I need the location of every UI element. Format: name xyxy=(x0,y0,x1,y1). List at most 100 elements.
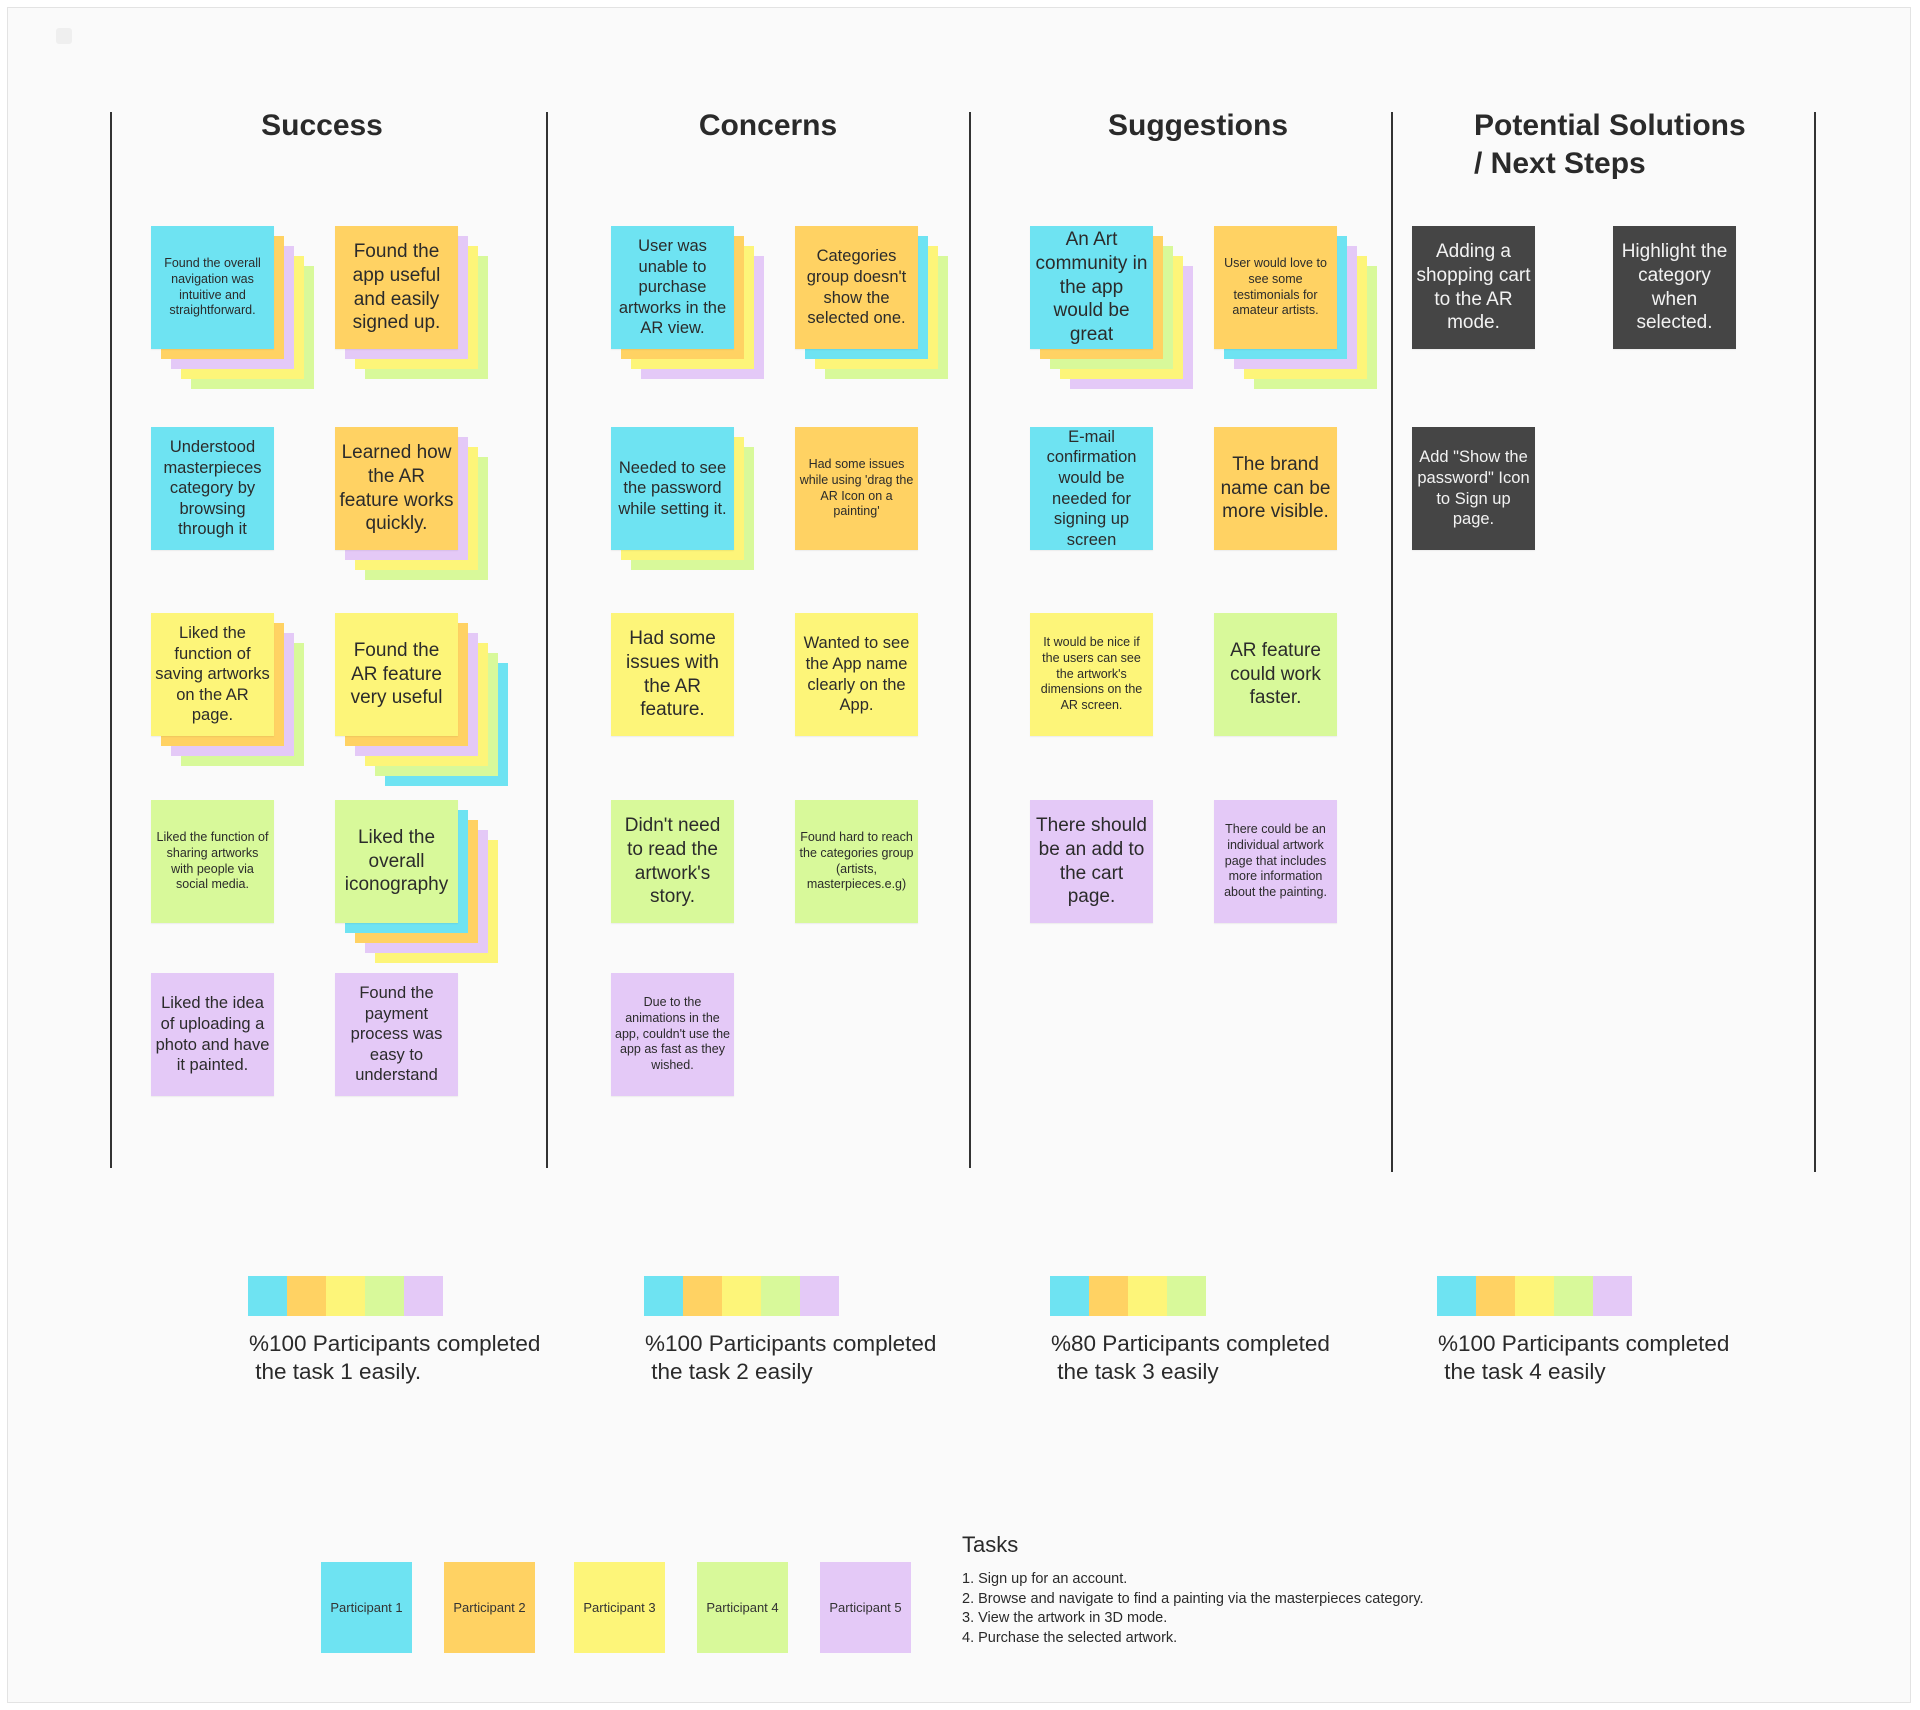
sticky-note[interactable]: Add "Show the password" Icon to Sign up … xyxy=(1412,427,1535,550)
sticky-note[interactable]: Wanted to see the App name clearly on th… xyxy=(795,613,918,736)
sticky-note[interactable]: It would be nice if the users can see th… xyxy=(1030,613,1153,736)
sticky-note-group: Liked the function of saving artworks on… xyxy=(151,613,321,773)
task-completion-summary: %100 Participants completed the task 1 e… xyxy=(249,1330,540,1386)
participant-swatch xyxy=(1437,1276,1476,1316)
participant-swatch xyxy=(326,1276,365,1316)
task-item: 3. View the artwork in 3D mode. xyxy=(962,1610,1168,1626)
sticky-note[interactable]: Didn't need to read the artwork's story. xyxy=(611,800,734,923)
sticky-note-group: E-mail confirmation would be needed for … xyxy=(1030,427,1200,587)
column-title-success: Success xyxy=(261,109,383,142)
sticky-note-group: An Art community in the app would be gre… xyxy=(1030,226,1200,389)
summary-line: the task 2 easily xyxy=(645,1359,813,1384)
sticky-note-group: Found the overall navigation was intuiti… xyxy=(151,226,321,389)
summary-line: %100 Participants completed xyxy=(645,1331,937,1356)
sticky-note-group: Found the AR feature very useful xyxy=(335,613,508,786)
column-divider xyxy=(1814,112,1816,1172)
sticky-note-group: Found the payment process was easy to un… xyxy=(335,973,505,1133)
participant-completion-swatches xyxy=(644,1276,839,1316)
column-title-solutions: Potential Solutions / Next Steps xyxy=(1474,107,1794,183)
sticky-note[interactable]: Liked the function of sharing artworks w… xyxy=(151,800,274,923)
task-completion-summary: %80 Participants completed the task 3 ea… xyxy=(1051,1330,1330,1386)
sticky-note-group: Add "Show the password" Icon to Sign up … xyxy=(1412,427,1582,587)
participant-swatch xyxy=(683,1276,722,1316)
column-divider xyxy=(110,112,112,1168)
sticky-note-group: Categories group doesn't show the select… xyxy=(795,226,965,386)
sticky-note-group: Understood masterpieces category by brow… xyxy=(151,427,321,587)
sticky-note[interactable]: AR feature could work faster. xyxy=(1214,613,1337,736)
task-completion-summary: %100 Participants completed the task 2 e… xyxy=(645,1330,936,1386)
participant-legend-item: Participant 2 xyxy=(444,1562,535,1653)
sticky-note[interactable]: An Art community in the app would be gre… xyxy=(1030,226,1153,349)
sticky-note[interactable]: Had some issues while using 'drag the AR… xyxy=(795,427,918,550)
sticky-note[interactable]: Adding a shopping cart to the AR mode. xyxy=(1412,226,1535,349)
sticky-note[interactable]: Had some issues with the AR feature. xyxy=(611,613,734,736)
sticky-note-group: Learned how the AR feature works quickly… xyxy=(335,427,505,587)
participant-swatch xyxy=(761,1276,800,1316)
participant-swatch xyxy=(722,1276,761,1316)
summary-line: %100 Participants completed xyxy=(249,1331,541,1356)
column-divider xyxy=(546,112,548,1168)
sticky-note[interactable]: Found the AR feature very useful xyxy=(335,613,458,736)
participant-swatch xyxy=(365,1276,404,1316)
sticky-note-group: It would be nice if the users can see th… xyxy=(1030,613,1200,773)
tasks-list: 1. Sign up for an account. 2. Browse and… xyxy=(962,1570,1424,1648)
sticky-note[interactable]: Needed to see the password while setting… xyxy=(611,427,734,550)
column-divider xyxy=(1391,112,1393,1172)
column-title-solutions-line1: Potential Solutions xyxy=(1474,109,1746,142)
sticky-note[interactable]: Found hard to reach the categories group… xyxy=(795,800,918,923)
sticky-note-group: AR feature could work faster. xyxy=(1214,613,1384,773)
task-completion-summary: %100 Participants completed the task 4 e… xyxy=(1438,1330,1729,1386)
sticky-note-group: Liked the overall iconography xyxy=(335,800,505,963)
participant-swatch xyxy=(1167,1276,1206,1316)
sticky-note[interactable]: User would love to see some testimonials… xyxy=(1214,226,1337,349)
participant-completion-swatches xyxy=(248,1276,443,1316)
column-title-solutions-line2: / Next Steps xyxy=(1474,147,1646,180)
participant-swatch xyxy=(287,1276,326,1316)
participant-swatch xyxy=(1476,1276,1515,1316)
board-menu-icon[interactable] xyxy=(56,28,72,44)
sticky-note-group: There could be an individual artwork pag… xyxy=(1214,800,1384,960)
participant-swatch xyxy=(404,1276,443,1316)
participant-legend-item: Participant 4 xyxy=(697,1562,788,1653)
participant-swatch xyxy=(1554,1276,1593,1316)
sticky-note[interactable]: The brand name can be more visible. xyxy=(1214,427,1337,550)
participant-completion-swatches xyxy=(1437,1276,1632,1316)
sticky-note[interactable]: Understood masterpieces category by brow… xyxy=(151,427,274,550)
sticky-note-group: Had some issues with the AR feature. xyxy=(611,613,781,773)
sticky-note-group: Had some issues while using 'drag the AR… xyxy=(795,427,965,587)
participant-legend-item: Participant 5 xyxy=(820,1562,911,1653)
sticky-note[interactable]: There could be an individual artwork pag… xyxy=(1214,800,1337,923)
sticky-note[interactable]: Found the payment process was easy to un… xyxy=(335,973,458,1096)
sticky-note-group: Needed to see the password while setting… xyxy=(611,427,781,587)
sticky-note[interactable]: User was unable to purchase artworks in … xyxy=(611,226,734,349)
sticky-note[interactable]: There should be an add to the cart page. xyxy=(1030,800,1153,923)
sticky-note[interactable]: Liked the overall iconography xyxy=(335,800,458,923)
sticky-note-group: Liked the function of sharing artworks w… xyxy=(151,800,321,960)
participant-legend-item: Participant 3 xyxy=(574,1562,665,1653)
sticky-note[interactable]: Highlight the category when selected. xyxy=(1613,226,1736,349)
sticky-note-group: The brand name can be more visible. xyxy=(1214,427,1384,587)
tasks-title: Tasks xyxy=(962,1532,1019,1557)
sticky-note[interactable]: Found the app useful and easily signed u… xyxy=(335,226,458,349)
sticky-note-group: Found hard to reach the categories group… xyxy=(795,800,965,960)
whiteboard: Success Concerns Suggestions Potential S… xyxy=(7,7,1911,1703)
sticky-note-group: Adding a shopping cart to the AR mode. xyxy=(1412,226,1582,386)
sticky-note[interactable]: Found the overall navigation was intuiti… xyxy=(151,226,274,349)
sticky-note-group: User was unable to purchase artworks in … xyxy=(611,226,781,386)
participant-swatch xyxy=(1128,1276,1167,1316)
column-divider xyxy=(969,112,971,1168)
sticky-note-group: Highlight the category when selected. xyxy=(1613,226,1783,386)
participant-legend-item: Participant 1 xyxy=(321,1562,412,1653)
participant-completion-swatches xyxy=(1050,1276,1206,1316)
task-item: 2. Browse and navigate to find a paintin… xyxy=(962,1590,1424,1607)
summary-line: the task 3 easily xyxy=(1051,1359,1219,1384)
participant-swatch xyxy=(1593,1276,1632,1316)
sticky-note[interactable]: E-mail confirmation would be needed for … xyxy=(1030,427,1153,550)
column-title-concerns: Concerns xyxy=(698,109,838,142)
sticky-note[interactable]: Due to the animations in the app, couldn… xyxy=(611,973,734,1096)
sticky-note[interactable]: Categories group doesn't show the select… xyxy=(795,226,918,349)
sticky-note[interactable]: Liked the idea of uploading a photo and … xyxy=(151,973,274,1096)
sticky-note[interactable]: Learned how the AR feature works quickly… xyxy=(335,427,458,550)
sticky-note-group: Didn't need to read the artwork's story. xyxy=(611,800,781,960)
sticky-note[interactable]: Liked the function of saving artworks on… xyxy=(151,613,274,736)
